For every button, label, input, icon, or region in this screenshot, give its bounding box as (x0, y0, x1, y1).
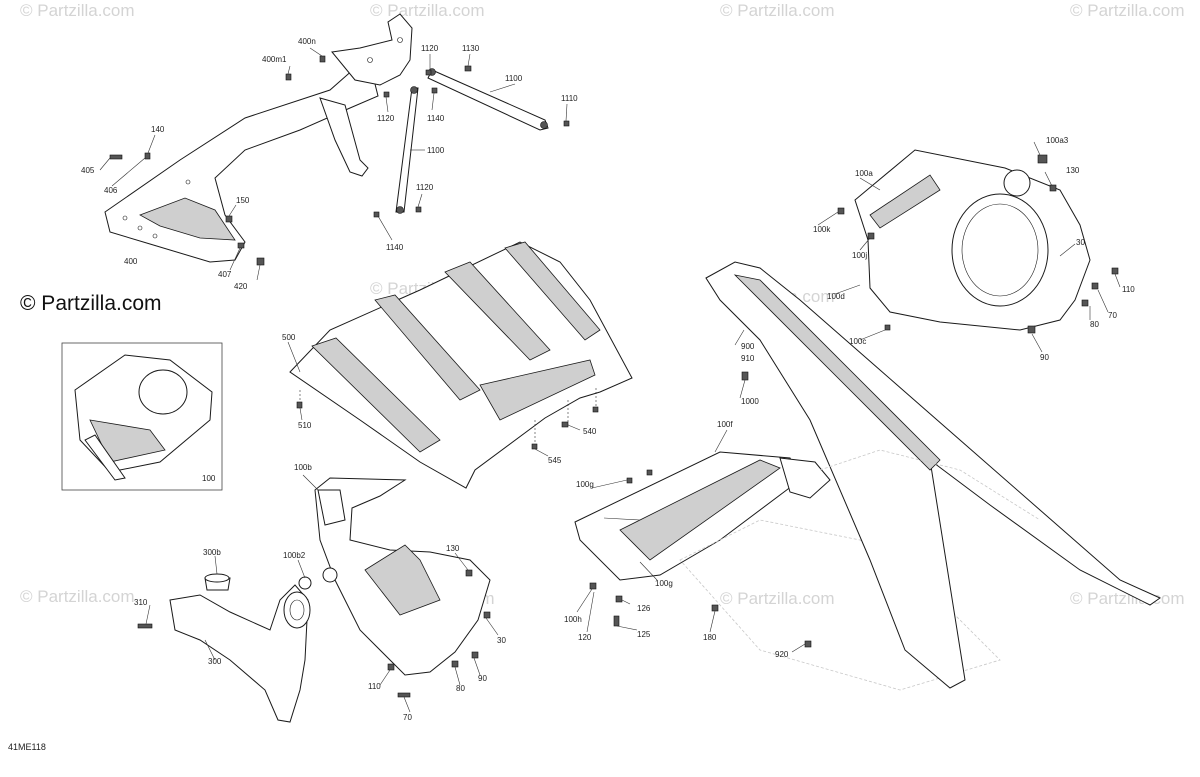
callout-80: 80 (1090, 320, 1099, 329)
roof-panel-500 (289, 241, 633, 489)
callout-130: 130 (1066, 166, 1080, 175)
callout-labels: 400n 400m1 1120 1130 1100 1110 1120 1140… (81, 37, 1135, 722)
partzilla-brand: © Partzilla.com (20, 292, 162, 315)
callout-80: 80 (456, 684, 465, 693)
callout-1140: 1140 (386, 243, 404, 252)
callout-100a: 100a (855, 169, 873, 178)
callout-100a3: 100a3 (1046, 136, 1069, 145)
callout-1100: 1100 (427, 146, 445, 155)
side-bar-900 (705, 261, 1162, 689)
bracket-100b (298, 477, 491, 698)
watermark: © Partzilla.com (1070, 589, 1185, 608)
callout-400: 400 (124, 257, 138, 266)
callout-100f: 100f (717, 420, 733, 429)
watermark: © Partzilla.com (1070, 1, 1185, 20)
callout-125: 125 (637, 630, 651, 639)
callout-400m1: 400m1 (262, 55, 287, 64)
callout-180: 180 (703, 633, 717, 642)
frame-300 (137, 573, 311, 723)
watermark: © Partzilla.com (720, 589, 835, 608)
callout-1120: 1120 (377, 114, 395, 123)
callout-300b: 300b (203, 548, 221, 557)
callout-30: 30 (1076, 238, 1085, 247)
callout-100c: 100c (849, 337, 866, 346)
callout-100g: 100g (655, 579, 673, 588)
callout-1140: 1140 (427, 114, 445, 123)
callout-130: 130 (446, 544, 460, 553)
callout-910: 910 (741, 354, 755, 363)
callout-310: 310 (134, 598, 148, 607)
callout-30: 30 (497, 636, 506, 645)
callout-100h: 100h (564, 615, 582, 624)
callout-100b: 100b (294, 463, 312, 472)
callout-100j: 100j (852, 251, 867, 260)
frame-arm-400 (104, 13, 413, 263)
callout-500: 500 (282, 333, 296, 342)
callout-420: 420 (234, 282, 248, 291)
callout-405: 405 (81, 166, 95, 175)
callout-110: 110 (368, 682, 381, 691)
callout-150: 150 (236, 196, 250, 205)
inset-frame-100 (61, 342, 223, 491)
watermark: © Partzilla.com (370, 1, 485, 20)
callout-400n: 400n (298, 37, 316, 46)
callout-1110: 1110 (561, 94, 578, 103)
callout-300: 300 (208, 657, 222, 666)
callout-900: 900 (741, 342, 755, 351)
callout-100g: 100g (576, 480, 594, 489)
watermark: © Partzilla.com (720, 1, 835, 20)
leader-lines (99, 47, 1121, 713)
callout-1120: 1120 (416, 183, 434, 192)
callout-100b2: 100b2 (283, 551, 306, 560)
stabilizer-rods-1100 (395, 68, 549, 214)
callout-100: 100 (202, 474, 216, 483)
callout-1000: 1000 (741, 397, 759, 406)
watermark: © Partzilla.com (20, 1, 135, 20)
callout-1130: 1130 (462, 44, 480, 53)
callout-1120: 1120 (421, 44, 439, 53)
callout-110: 110 (1122, 285, 1135, 294)
floor-plate-100f (574, 451, 1001, 691)
callout-126: 126 (637, 604, 651, 613)
callout-100k: 100k (813, 225, 831, 234)
callout-120: 120 (578, 633, 592, 642)
callout-920: 920 (775, 650, 789, 659)
diagram-code: 41ME118 (8, 742, 46, 752)
callout-540: 540 (583, 427, 597, 436)
callout-90: 90 (1040, 353, 1049, 362)
callout-140: 140 (151, 125, 165, 134)
callout-407: 407 (218, 270, 232, 279)
callout-90: 90 (478, 674, 487, 683)
callout-1100: 1100 (505, 74, 523, 83)
callout-406: 406 (104, 186, 118, 195)
callout-510: 510 (298, 421, 312, 430)
callout-70: 70 (1108, 311, 1117, 320)
frame-100a (837, 149, 1119, 334)
callout-545: 545 (548, 456, 562, 465)
callout-70: 70 (403, 713, 412, 722)
watermark: © Partzilla.com (20, 587, 135, 606)
callout-100d: 100d (827, 292, 845, 301)
